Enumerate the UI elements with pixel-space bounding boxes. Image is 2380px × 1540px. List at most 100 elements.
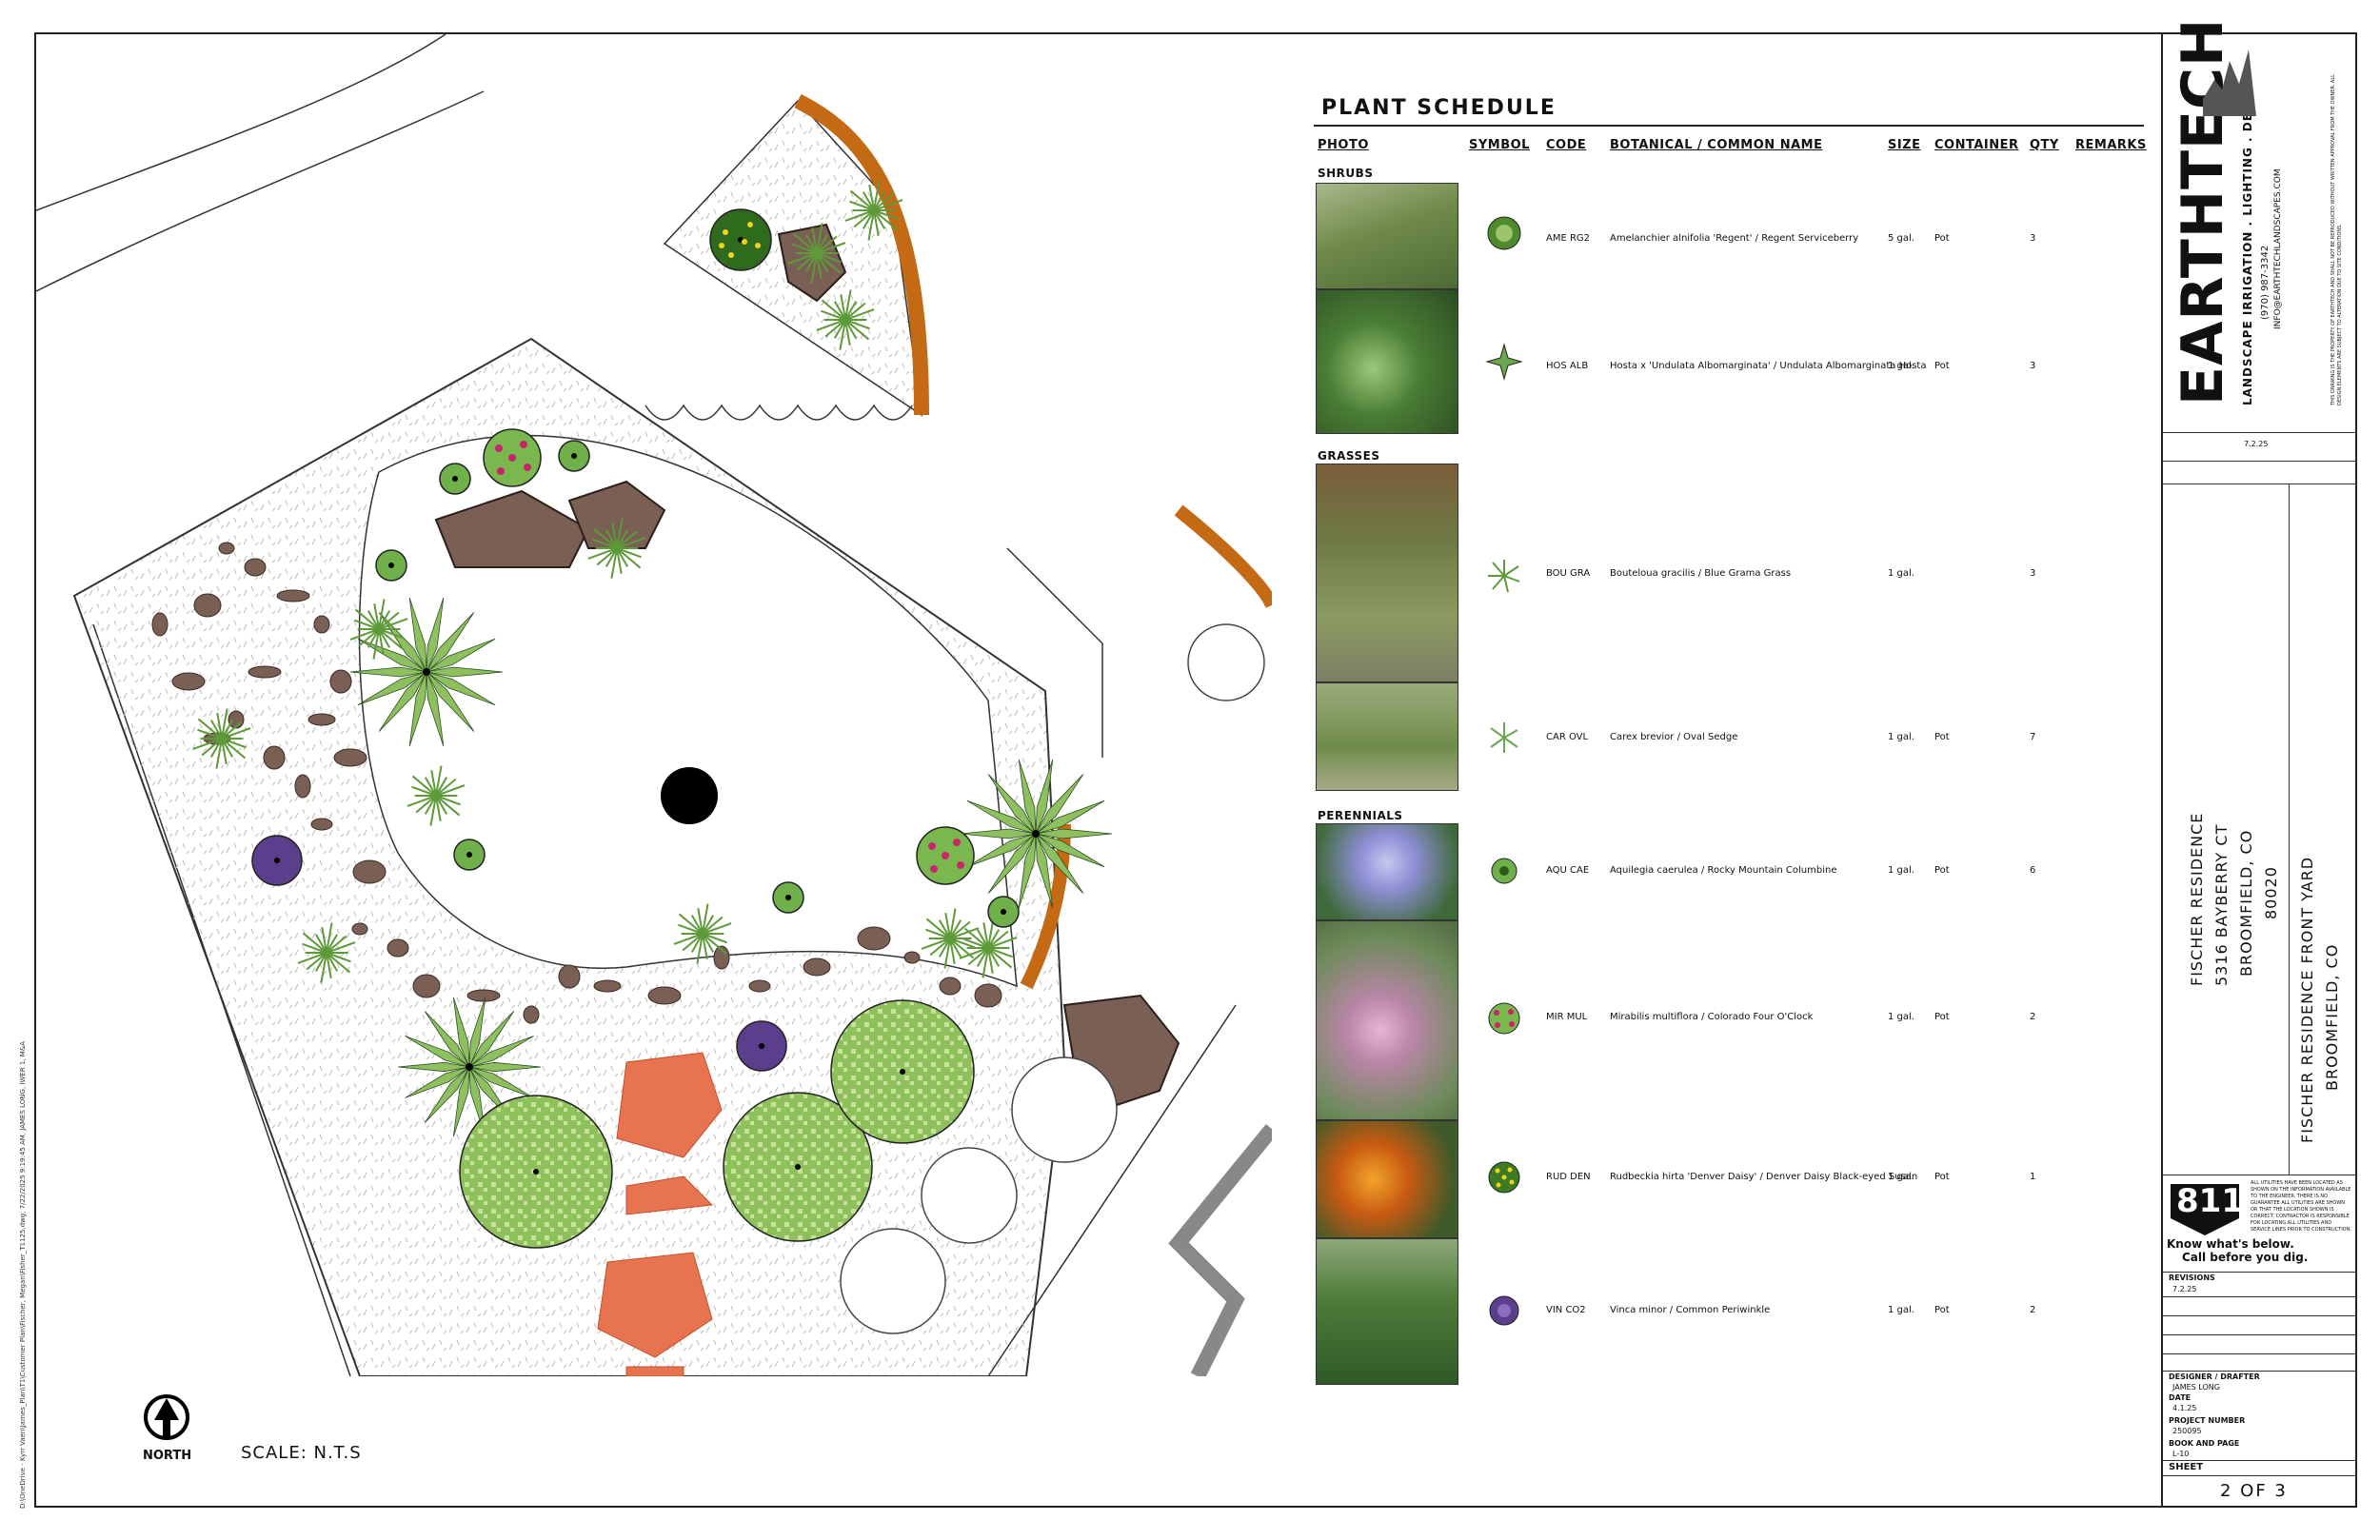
row-4-container: Pot: [1934, 732, 1950, 742]
row-8-code: VIN CO2: [1546, 1305, 1586, 1315]
row-8-qty: 2: [2030, 1305, 2036, 1315]
row-3-name: Bouteloua gracilis / Blue Grama Grass: [1610, 568, 1792, 579]
schedule-rule: [1314, 125, 2144, 127]
plant-symbols: [192, 180, 1113, 1249]
date-label: DATE: [2169, 1393, 2192, 1402]
logo-mountain-icon: [2203, 49, 2256, 116]
row-2-container: Pot: [1934, 361, 1950, 371]
flagstone-pavers: [597, 1052, 723, 1376]
tb-divider: [2163, 1460, 2357, 1461]
client-street: 5316 BAYBERRY CT: [2212, 823, 2231, 986]
steel-edging-top: [1174, 504, 1272, 609]
row-6-qty: 2: [2030, 1012, 2036, 1022]
gray-walkway: [1168, 1123, 1272, 1376]
project-number-value: 250095: [2172, 1427, 2202, 1435]
row-8-container: Pot: [1934, 1305, 1950, 1315]
scale-label: SCALE: N.T.S: [241, 1443, 362, 1463]
date-value: 4.1.25: [2172, 1404, 2197, 1412]
header-size: SIZE: [1888, 138, 1921, 152]
row-5-qty: 6: [2030, 865, 2036, 876]
row-3-size: 1 gal.: [1888, 568, 1914, 579]
symbol-denver-daisy-icon: [1488, 1161, 1520, 1194]
designer-value: JAMES LONG: [2172, 1383, 2220, 1392]
call-811-logo-icon: [2171, 1184, 2239, 1235]
row-3-qty: 3: [2030, 568, 2036, 579]
tb-divider: [2163, 1353, 2357, 1354]
row-1-qty: 3: [2030, 233, 2036, 244]
designer-label: DESIGNER / DRAFTER: [2169, 1372, 2260, 1381]
book-label: BOOK AND PAGE: [2169, 1439, 2240, 1448]
tb-divider: [2163, 1475, 2357, 1476]
photo-denver-daisy: [1316, 1120, 1458, 1238]
header-remarks: REMARKS: [2075, 138, 2147, 152]
row-7-code: RUD DEN: [1546, 1172, 1591, 1182]
row-3-code: BOU GRA: [1546, 568, 1591, 579]
header-container: CONTAINER: [1934, 138, 2019, 152]
row-2-name: Hosta x 'Undulata Albomarginata' / Undul…: [1610, 361, 1927, 371]
symbol-oval-sedge-icon: [1490, 722, 1518, 753]
row-7-qty: 1: [2030, 1172, 2036, 1182]
date-box: 7.2.25: [2244, 440, 2269, 448]
tb-divider: [2163, 1371, 2357, 1372]
call-811-note: ALL UTILITIES HAVE BEEN LOCATED AS SHOWN…: [2251, 1180, 2351, 1233]
north-arrow-icon: [144, 1394, 189, 1440]
landscape-plan: [36, 34, 1272, 1376]
row-6-code: MIR MUL: [1546, 1012, 1588, 1022]
row-4-name: Carex brevior / Oval Sedge: [1610, 732, 1738, 742]
row-5-name: Aquilegia caerulea / Rocky Mountain Colu…: [1610, 865, 1837, 876]
photo-oval-sedge: [1316, 682, 1458, 791]
tb-divider: [2163, 1272, 2357, 1273]
row-4-size: 1 gal.: [1888, 732, 1914, 742]
row-1-name: Amelanchier alnifolia 'Regent' / Regent …: [1610, 233, 1859, 244]
row-4-code: CAR OVL: [1546, 732, 1589, 742]
company-phone: (970) 987-3342: [2260, 245, 2271, 320]
tb-vertical-divider: [2289, 484, 2290, 1175]
north-label: NORTH: [143, 1449, 192, 1463]
symbol-columbine-icon: [1491, 858, 1517, 884]
row-6-container: Pot: [1934, 1012, 1950, 1022]
row-6-name: Mirabilis multiflora / Colorado Four O'C…: [1610, 1012, 1814, 1022]
symbol-four-oclock-icon: [1488, 1002, 1520, 1035]
disclaimer: THIS DRAWING IS THE PROPERTY OF EARTHTEC…: [2330, 74, 2343, 405]
sheet-value: 2 OF 3: [2220, 1481, 2288, 1501]
row-1-size: 5 gal.: [1888, 233, 1914, 244]
header-code: CODE: [1546, 138, 1587, 152]
row-7-container: Pot: [1934, 1172, 1950, 1182]
call-line2: Call before you dig.: [2182, 1251, 2309, 1264]
row-1-code: AME RG2: [1546, 233, 1591, 244]
file-path: D:\OneDrive - Kyrr Vaen\James_Plan\T1\Cu…: [19, 1040, 27, 1509]
feature-point: [661, 767, 718, 824]
client-city: BROOMFIELD, CO: [2237, 829, 2255, 977]
company-tagline: LANDSCAPE IRRIGATION . LIGHTING . DESIGN: [2241, 77, 2254, 405]
tb-divider: [2163, 1296, 2357, 1297]
row-8-size: 1 gal.: [1888, 1305, 1914, 1315]
photo-blue-grama: [1316, 464, 1458, 682]
row-2-qty: 3: [2030, 361, 2036, 371]
category-perennials: PERENNIALS: [1318, 809, 1403, 822]
row-5-code: AQU CAE: [1546, 865, 1590, 876]
symbol-periwinkle-icon: [1489, 1295, 1519, 1326]
row-5-container: Pot: [1934, 865, 1950, 876]
category-grasses: GRASSES: [1318, 449, 1380, 463]
row-7-name: Rudbeckia hirta 'Denver Daisy' / Denver …: [1610, 1172, 1918, 1182]
row-2-size: 1 gal.: [1888, 361, 1914, 371]
row-6-size: 1 gal.: [1888, 1012, 1914, 1022]
title-block: EARTHTECH LANDSCAPE IRRIGATION . LIGHTIN…: [2161, 18, 2357, 1506]
row-4-qty: 7: [2030, 732, 2036, 742]
photo-columbine: [1316, 823, 1458, 920]
photo-serviceberry: [1316, 183, 1458, 289]
row-7-size: 1 gal.: [1888, 1172, 1914, 1182]
tb-divider: [2163, 1315, 2357, 1316]
photo-periwinkle: [1316, 1238, 1458, 1385]
client-zip: 80020: [2262, 866, 2280, 919]
header-qty: QTY: [2030, 138, 2059, 152]
tb-divider: [2163, 1334, 2357, 1335]
project-number-label: PROJECT NUMBER: [2169, 1416, 2246, 1425]
boulders: [434, 223, 1180, 1112]
sheet-label: SHEET: [2169, 1462, 2204, 1472]
plant-schedule: PLANT SCHEDULE PHOTO SYMBOL CODE BOTANIC…: [1314, 90, 2152, 1385]
row-2-code: HOS ALB: [1546, 361, 1589, 371]
row-1-container: Pot: [1934, 233, 1950, 244]
call-811-number: 811: [2176, 1182, 2244, 1220]
photo-four-oclock: [1316, 920, 1458, 1120]
